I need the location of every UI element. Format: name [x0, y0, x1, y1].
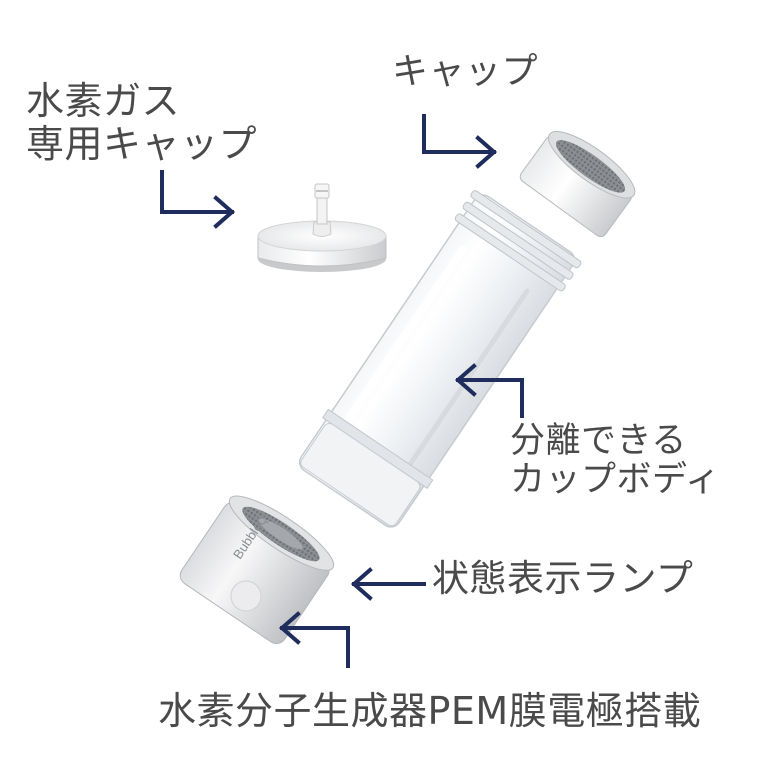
label-hydrogen-gas-cap: 水素ガス 専用キャップ — [26, 80, 257, 165]
label-lamp-text: 状態表示ランプ — [432, 557, 694, 600]
status-lamp — [230, 580, 262, 612]
base-unit — [179, 495, 335, 645]
label-body-line1: 分離できる — [510, 421, 687, 461]
label-pem-electrode: 水素分子生成器PEM膜電極搭載 — [158, 690, 701, 733]
arrow-to-body — [454, 363, 524, 418]
label-pem-text: 水素分子生成器PEM膜電極搭載 — [158, 689, 702, 733]
cup-body — [298, 190, 582, 528]
top-cap — [519, 131, 636, 238]
arrow-to-h2-cap — [160, 170, 236, 229]
hydrogen-gas-cap — [257, 183, 387, 272]
label-status-lamp: 状態表示ランプ — [432, 557, 694, 600]
arrow-to-pem — [278, 611, 350, 668]
label-body-line2: カップボディ — [510, 460, 721, 501]
arrow-to-cap — [422, 114, 498, 169]
label-cup-body: 分離できる カップボディ — [510, 421, 721, 501]
label-cap-text: キャップ — [392, 51, 539, 92]
label-h2-cap-line1: 水素ガス — [26, 79, 181, 123]
label-h2-cap-line2: 専用キャップ — [26, 121, 258, 166]
label-cap: キャップ — [392, 51, 539, 92]
arrow-to-lamp — [350, 567, 426, 601]
